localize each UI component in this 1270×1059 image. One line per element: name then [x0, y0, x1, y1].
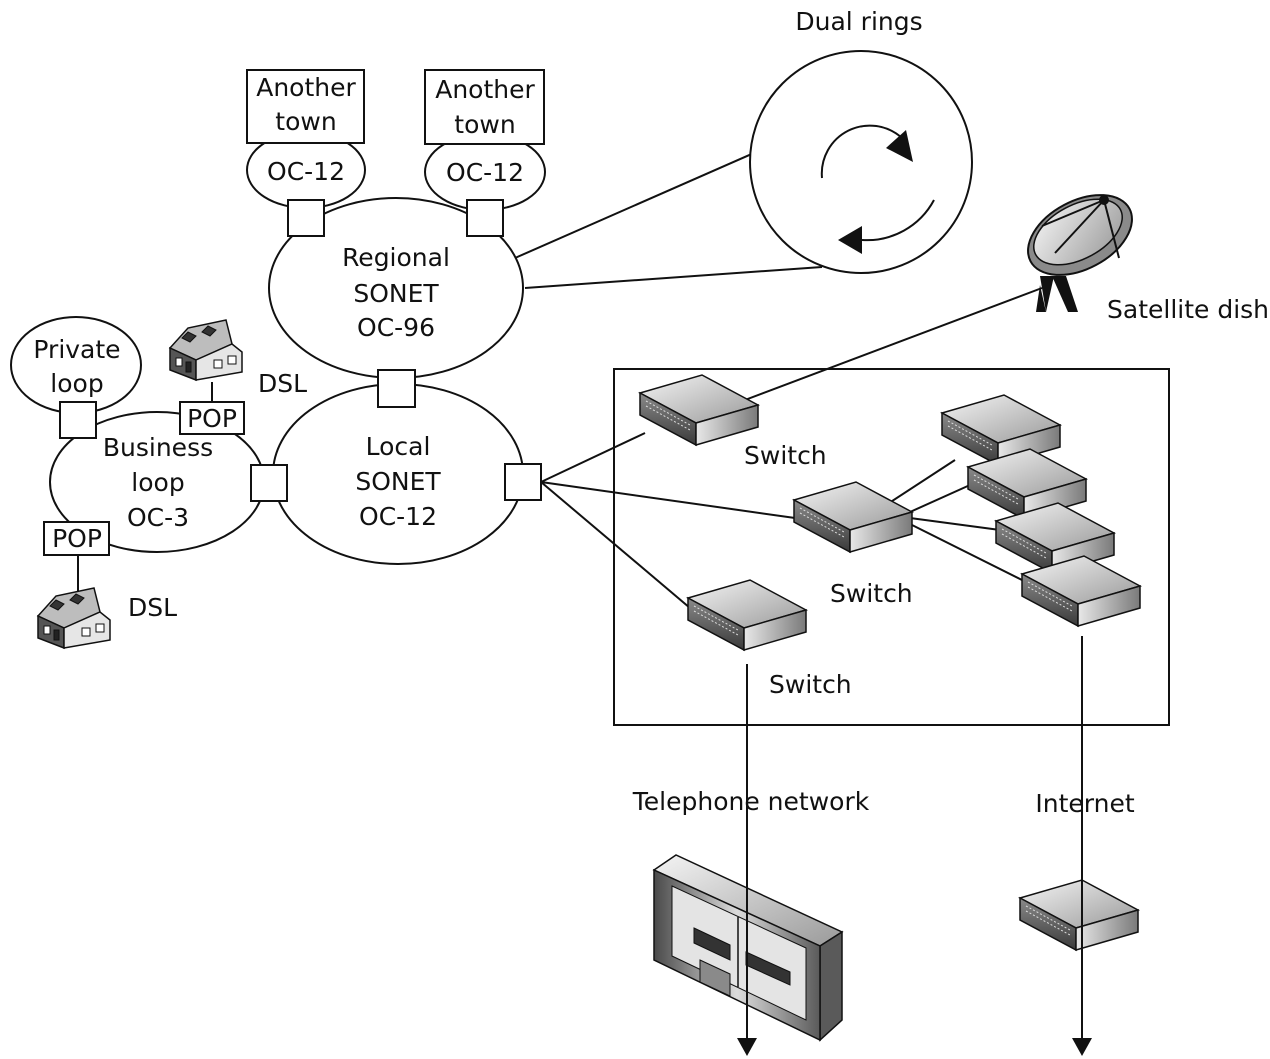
switch-enclosure [613, 368, 1170, 726]
regional-line1: Regional [342, 243, 450, 272]
business-line3: OC-3 [127, 503, 189, 532]
dual-rings-circle [749, 50, 973, 274]
connections [77, 137, 1083, 1040]
telephone-label-bg [636, 784, 872, 816]
house-icon [169, 319, 243, 381]
switch-icon [639, 374, 759, 446]
telephone-arrowhead [737, 1038, 757, 1056]
switch-icon [793, 481, 913, 553]
pop-box-1 [179, 401, 245, 435]
another-town-box-1 [246, 69, 365, 144]
another-town-2-line1: Another [435, 75, 535, 104]
local-regional-node [377, 369, 416, 408]
local-line3: OC-12 [359, 502, 437, 531]
switch-icon [687, 579, 807, 651]
internet-label: Internet [1035, 789, 1134, 818]
local-line1: Local [366, 432, 431, 461]
business-line2: loop [131, 468, 184, 497]
regional-node-1 [287, 199, 325, 237]
pop-box-2 [43, 521, 110, 556]
another-town-line2: town [275, 107, 336, 136]
oc12-label-1: OC-12 [267, 157, 345, 186]
local-switch-node [504, 463, 542, 501]
ring-arrow-clockwise [820, 124, 903, 179]
satellite-dish-icon [1027, 194, 1133, 312]
another-town-box-2 [424, 69, 545, 145]
switch-label-1: Switch [744, 441, 827, 470]
dsl-label-2: DSL [128, 593, 177, 622]
telephone-label: Telephone network [632, 787, 870, 816]
ring-arrowhead-2 [838, 226, 862, 254]
pop-label-1: POP [187, 404, 237, 433]
pop-label-2: POP [52, 524, 102, 553]
ring-arrowhead-1 [886, 130, 913, 162]
router-icon [1019, 879, 1139, 951]
satellite-label: Satellite dish [1107, 295, 1269, 324]
business-line1: Business [103, 433, 213, 462]
oc12-label-2: OC-12 [446, 158, 524, 187]
town-1-group: OC-12 Another town [246, 69, 366, 209]
dual-rings-label: Dual rings [795, 7, 922, 36]
switch-label-2: Switch [830, 579, 913, 608]
server-icon [941, 394, 1061, 466]
local-line2: SONET [355, 467, 441, 496]
dual-rings-group: Dual rings [749, 7, 973, 274]
regional-line2: SONET [353, 279, 439, 308]
private-line2: loop [50, 369, 103, 398]
private-line1: Private [33, 335, 120, 364]
ring-arrow-counterclockwise [861, 199, 935, 242]
internet-arrowhead [1072, 1038, 1092, 1056]
house-icon [37, 587, 111, 649]
another-town-2-line2: town [454, 110, 515, 139]
dsl-label-1: DSL [258, 369, 307, 398]
switch-label-3: Switch [769, 670, 852, 699]
regional-node-2 [466, 199, 504, 237]
business-local-node [250, 464, 288, 502]
regional-line3: OC-96 [357, 313, 435, 342]
private-loop-ring [10, 316, 142, 414]
internet-label-bg [1036, 786, 1134, 818]
town-2-group: OC-12 Another town [424, 69, 546, 211]
another-town-line1: Another [256, 73, 356, 102]
private-loop-node [59, 401, 97, 439]
